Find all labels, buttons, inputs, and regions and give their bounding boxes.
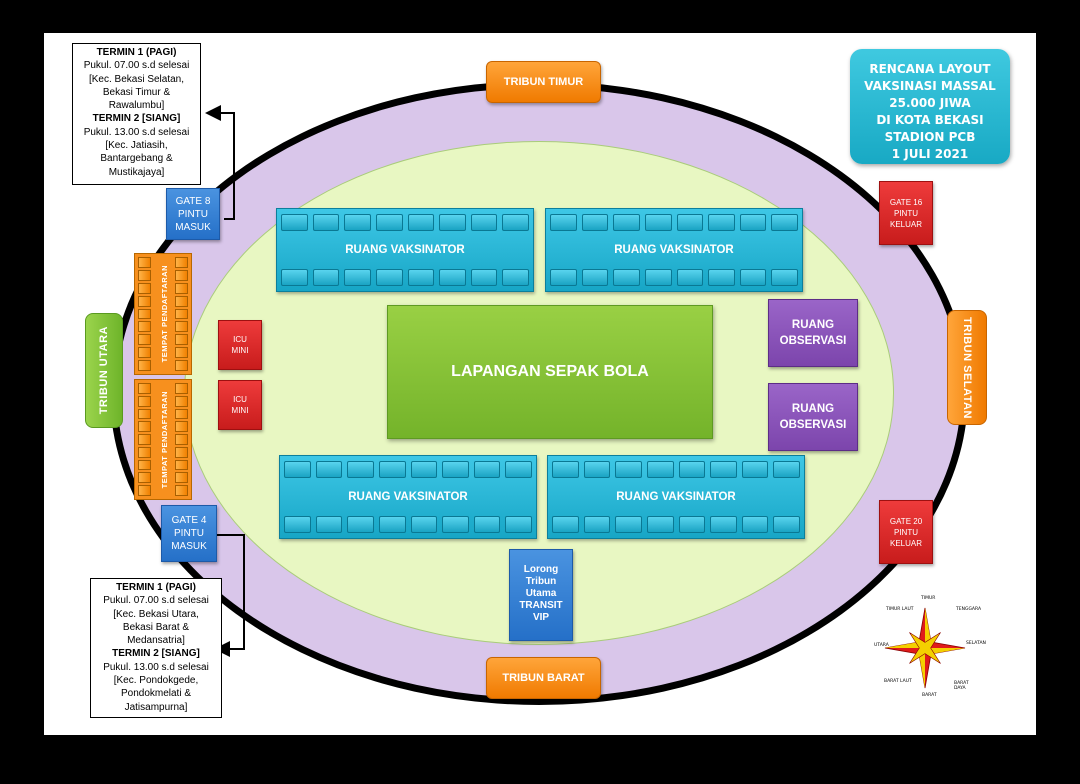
stand-selatan-label: TRIBUN SELATAN [961,316,973,419]
gate-label: KELUAR [889,219,922,229]
gate-label: PINTU [894,208,918,218]
observation-room-2: RUANG OBSERVASI [768,383,858,451]
observation-label: RUANG [791,319,835,331]
compass-e: SELATAN [966,641,986,646]
stand-barat: TRIBUN BARAT [486,657,601,699]
term1-area: Medansatria] [127,635,185,647]
term2-title: TERMIN 2 [SIANG] [92,113,181,125]
corridor-label: VIP [532,612,550,623]
term2-area: Bantargebang & [100,153,173,165]
gate-label: PINTU [174,528,204,539]
title-line: DI KOTA BEKASI [876,113,984,127]
stand-timur: TRIBUN TIMUR [486,61,601,103]
icu-label: MINI [231,406,249,415]
connector-arrows [205,105,245,657]
football-field: LAPANGAN SEPAK BOLA [387,305,713,439]
term1-area: [Kec. Bekasi Utara, [113,608,199,620]
gate-label: GATE 8 [175,195,211,207]
vaccinator-room-2: RUANG VAKSINATOR [545,208,803,292]
gate-label: MASUK [175,221,211,233]
vaccinator-room-4: RUANG VAKSINATOR [547,455,805,539]
title-box: RENCANA LAYOUT VAKSINASI MASSAL 25.000 J… [850,49,1010,164]
term2-title: TERMIN 2 [SIANG] [112,648,200,660]
gate-label: GATE 20 [889,516,923,526]
vaccinator-label: RUANG VAKSINATOR [614,244,734,256]
term2-area: [Kec. Jatiasih, [105,140,168,152]
compass-star-icon [884,607,966,689]
registration-label: TEMPAT PENDAFTARAN [159,390,169,489]
compass-sw: BARAT LAUT [884,679,912,684]
gate-label: GATE 16 [889,197,923,207]
icu-mini-1: ICU MINI [218,320,262,370]
icu-label: MINI [231,346,249,355]
registration-area-2: TEMPAT PENDAFTARAN [134,379,192,500]
stand-utara: TRIBUN UTARA [85,313,123,428]
observation-label: RUANG [791,403,835,415]
icu-label: ICU [233,335,247,344]
compass-ne: TENGGARA [956,607,982,612]
stand-utara-label: TRIBUN UTARA [98,326,110,415]
title-line: RENCANA LAYOUT [869,62,991,76]
gate-4: GATE 4 PINTU MASUK [161,505,217,562]
observation-label: OBSERVASI [779,419,847,431]
term1-time: Pukul. 07.00 s.d selesai [103,595,209,607]
schedule-box-top: TERMIN 1 (PAGI) Pukul. 07.00 s.d selesai… [72,43,201,185]
schedule-box-bottom: TERMIN 1 (PAGI) Pukul. 07.00 s.d selesai… [90,578,222,718]
term2-area: [Kec. Pondokgede, [113,675,199,687]
title-line: STADION PCB [884,130,976,144]
stadium-layout: RENCANA LAYOUT VAKSINASI MASSAL 25.000 J… [44,33,1036,735]
term1-title: TERMIN 1 (PAGI) [116,582,196,593]
term2-area: Pondokmelati & [120,688,192,700]
vaccinator-room-1: RUANG VAKSINATOR [276,208,534,292]
vaccinator-label: RUANG VAKSINATOR [348,491,468,503]
observation-label: OBSERVASI [779,335,847,347]
term2-area: Jatisampurna] [124,701,188,713]
icu-label: ICU [233,395,247,404]
compass-n: TIMUR [921,596,936,601]
registration-area-1: TEMPAT PENDAFTARAN [134,253,192,375]
registration-label: TEMPAT PENDAFTARAN [159,265,169,363]
observation-room-1: RUANG OBSERVASI [768,299,858,367]
compass-s: BARAT [922,693,937,698]
gate-label: PINTU [178,208,208,220]
vip-transit-corridor: Lorong Tribun Utama TRANSIT VIP [509,549,573,641]
term2-area: Mustikajaya] [108,166,165,178]
title-line: VAKSINASI MASSAL [864,79,996,93]
vaccinator-room-3: RUANG VAKSINATOR [279,455,537,539]
vaccinator-label: RUANG VAKSINATOR [345,244,465,256]
gate-label: KELUAR [889,538,922,548]
term2-time: Pukul. 13.00 s.d selesai [83,126,190,138]
gate-label: GATE 4 [171,515,207,526]
corridor-label: TRANSIT [519,600,563,611]
corridor-label: Tribun [525,576,557,587]
gate-20: GATE 20 PINTU KELUAR [879,500,933,564]
compass-rose: TIMUR TENGGARA SELATAN BARAT DAYA BARAT … [870,593,986,703]
term1-area: [Kec. Bekasi Selatan, [88,73,185,85]
gate-16: GATE 16 PINTU KELUAR [879,181,933,245]
corridor-label: Lorong [523,564,559,575]
term1-area: Bekasi Timur & [102,86,171,98]
title-line: 1 JULI 2021 [891,147,969,161]
term1-area: Bekasi Barat & [122,621,190,633]
term1-area: Rawalumbu] [108,100,165,112]
compass-nw: TIMUR LAUT [886,607,914,612]
gate-label: PINTU [894,527,918,537]
corridor-label: Utama [525,588,557,599]
gate-8: GATE 8 PINTU MASUK [166,188,220,240]
term2-time: Pukul. 13.00 s.d selesai [103,661,209,673]
vaccinator-label: RUANG VAKSINATOR [616,491,736,503]
gate-label: MASUK [171,541,207,552]
term1-title: TERMIN 1 (PAGI) [96,47,177,58]
compass-w: UTARA [874,643,889,648]
term1-time: Pukul. 07.00 s.d selesai [83,60,190,72]
compass-se: BARAT DAYA [954,681,969,691]
stand-selatan: TRIBUN SELATAN [947,310,987,425]
title-line: 25.000 JIWA [889,96,971,110]
icu-mini-2: ICU MINI [218,380,262,430]
